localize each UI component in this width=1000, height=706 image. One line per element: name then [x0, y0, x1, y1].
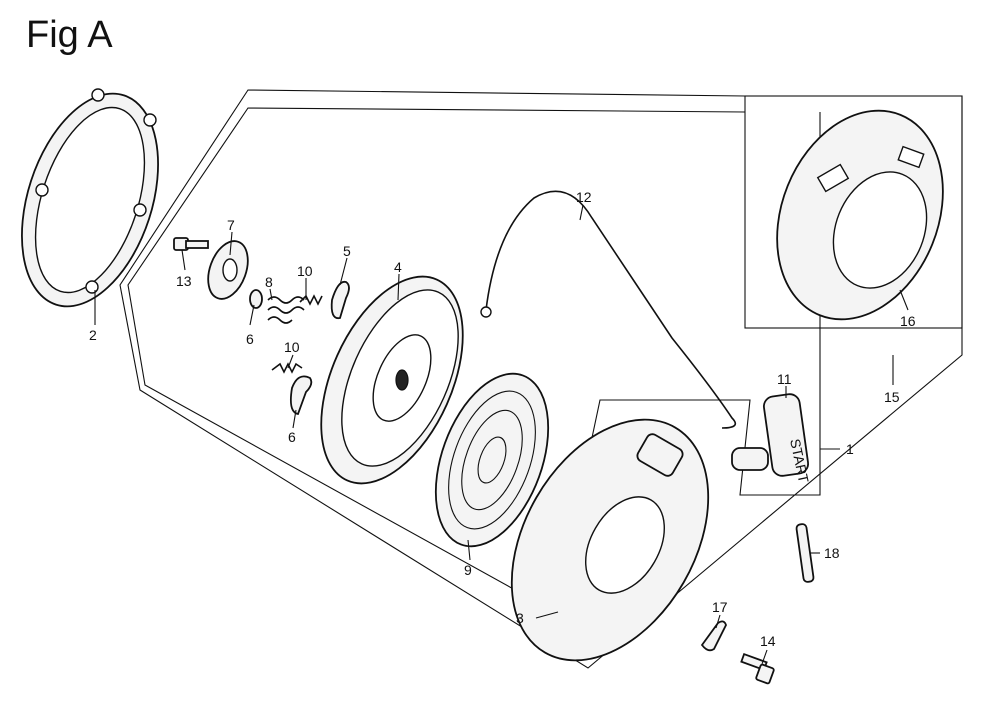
- ratchet-plate-part: [207, 240, 249, 300]
- callout-4: 4: [394, 259, 402, 275]
- callout-6-lower: 6: [288, 429, 296, 445]
- assembly-16-box: [744, 95, 963, 329]
- rope-end-loop-part: [480, 306, 492, 318]
- callout-13: 13: [176, 273, 192, 289]
- callout-15: 15: [884, 389, 900, 405]
- figure-title: Fig A: [26, 14, 113, 56]
- pawl-5-lower-part: [289, 375, 313, 416]
- callout-7: 7: [227, 217, 235, 233]
- flange-bolt-14-part: [740, 652, 775, 685]
- washer-6-part: [249, 289, 263, 309]
- rope-guide-18-part: [795, 523, 815, 583]
- callout-2: 2: [89, 327, 97, 343]
- callout-10-lower: 10: [284, 339, 300, 355]
- gasket-ring-part: [21, 88, 159, 308]
- spring-10-lower-part: [271, 362, 303, 374]
- callout-14: 14: [760, 633, 776, 649]
- callout-3: 3: [516, 610, 524, 626]
- callout-1: 1: [846, 441, 854, 457]
- callout-10-upper: 10: [297, 263, 313, 279]
- recoil-spring-part: [434, 372, 550, 548]
- callout-11: 11: [777, 371, 792, 387]
- callout-6-upper: 6: [246, 331, 254, 347]
- callout-18: 18: [824, 545, 840, 561]
- spring-10-upper-part: [299, 294, 323, 306]
- callout-9: 9: [464, 562, 472, 578]
- spring-8-part: [267, 296, 305, 324]
- callout-16: 16: [900, 313, 916, 329]
- recoil-case-part: [510, 418, 710, 662]
- callout-17: 17: [712, 599, 728, 615]
- rope-guide-17-part: [700, 620, 727, 652]
- starter-cover-part: [776, 109, 944, 321]
- pawl-5-upper-part: [330, 280, 350, 320]
- leader-lines: [94, 204, 909, 665]
- callout-5-upper: 5: [343, 243, 351, 259]
- bolt-13-part: [173, 237, 209, 251]
- starter-rope-part: [485, 190, 737, 429]
- callout-12: 12: [576, 189, 592, 205]
- rope-reel-part: [320, 275, 464, 485]
- callout-8: 8: [265, 274, 273, 290]
- starter-handle-part: START: [731, 393, 812, 485]
